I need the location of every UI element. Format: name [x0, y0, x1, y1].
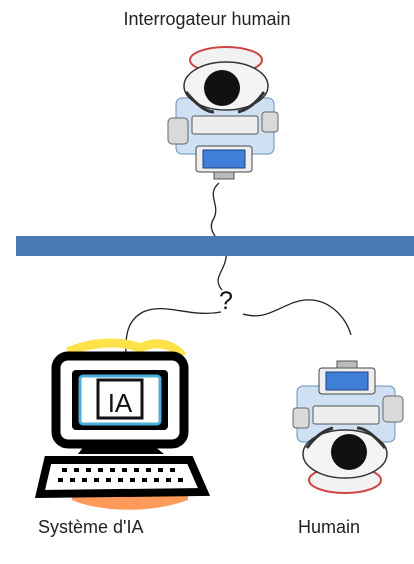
question-mark: ?	[219, 287, 233, 315]
interrogator-person-icon	[167, 46, 279, 180]
screen-text: IA	[108, 388, 133, 418]
ai-system-label: Système d'IA	[38, 517, 144, 537]
ai-cable	[125, 308, 222, 356]
human-cable	[242, 299, 352, 336]
human-person-icon	[292, 360, 404, 494]
separator-bar	[16, 236, 414, 256]
interrogator-label: Interrogateur humain	[123, 9, 291, 29]
computer-icon	[34, 338, 211, 510]
human-label: Humain	[298, 517, 361, 537]
